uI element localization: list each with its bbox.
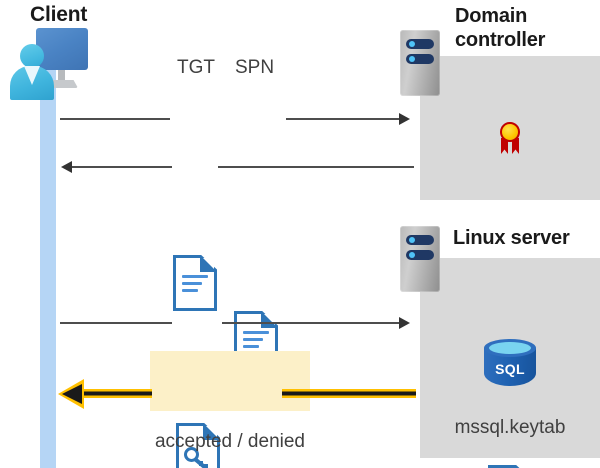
present-service-ticket-line-right bbox=[222, 322, 400, 324]
document-line bbox=[243, 331, 269, 334]
return-service-ticket-line-left bbox=[72, 166, 172, 168]
client-title: Client bbox=[30, 3, 88, 26]
monitor-neck-shape bbox=[58, 70, 65, 81]
server-bay-shape bbox=[406, 250, 434, 260]
document-line bbox=[243, 345, 259, 348]
server-rack-icon bbox=[400, 226, 440, 292]
certificate-document-icon bbox=[488, 104, 532, 160]
document-text-lines bbox=[182, 275, 208, 296]
sql-database-label: SQL bbox=[495, 361, 525, 377]
service-ticket-key-document-icon bbox=[176, 423, 220, 468]
database-top-inner-shape bbox=[489, 342, 531, 354]
document-line bbox=[182, 275, 208, 278]
user-head-shape bbox=[20, 44, 44, 68]
keytab-document-icon bbox=[488, 465, 532, 468]
key-tooth-shape bbox=[204, 464, 208, 468]
server-rack-icon bbox=[400, 30, 440, 96]
sql-database-icon: SQL bbox=[484, 339, 536, 393]
server-bay-shape bbox=[406, 39, 434, 49]
monitor-shape bbox=[36, 28, 88, 70]
key-ring-shape bbox=[184, 447, 199, 462]
document-line bbox=[243, 338, 264, 341]
key-icon bbox=[184, 445, 212, 468]
seal-shape bbox=[500, 122, 520, 142]
client-lifeline bbox=[40, 62, 56, 468]
return-service-ticket-arrowhead bbox=[61, 161, 72, 173]
document-text-lines bbox=[243, 331, 269, 352]
monitor-base-shape bbox=[46, 80, 78, 88]
auth-result-highlight bbox=[150, 351, 310, 411]
document-fold-shape bbox=[261, 311, 278, 328]
server-bay-shape bbox=[406, 54, 434, 64]
present-service-ticket-arrowhead bbox=[399, 317, 410, 329]
tgt-document-icon bbox=[173, 255, 217, 311]
spn-label: SPN bbox=[235, 57, 275, 78]
seal-ribbon-shape bbox=[501, 138, 508, 154]
document-line bbox=[182, 289, 198, 292]
domain-controller-title: Domain controller bbox=[455, 4, 595, 53]
request-tgt-spn-arrowhead bbox=[399, 113, 410, 125]
auth-result-line-left bbox=[80, 389, 152, 398]
keytab-filename-label: mssql.keytab bbox=[454, 417, 566, 438]
domain-controller-title-line1: Domain bbox=[455, 5, 528, 27]
client-computer-user-icon bbox=[8, 28, 88, 100]
server-bay-shape bbox=[406, 235, 434, 245]
tgt-label: TGT bbox=[177, 57, 215, 78]
request-tgt-spn-line-right bbox=[286, 118, 400, 120]
linux-server-title: Linux server bbox=[453, 227, 570, 249]
auth-result-arrowhead bbox=[58, 379, 84, 409]
key-tooth-shape bbox=[199, 461, 203, 466]
document-line bbox=[182, 282, 203, 285]
auth-result-line-right bbox=[282, 389, 416, 398]
request-tgt-spn-line-left bbox=[60, 118, 170, 120]
domain-controller-title-line2: controller bbox=[455, 29, 546, 52]
present-service-ticket-line-left bbox=[60, 322, 172, 324]
auth-result-caption: accepted / denied bbox=[154, 431, 305, 452]
return-service-ticket-line-right bbox=[218, 166, 414, 168]
seal-ribbon-shape bbox=[512, 138, 519, 154]
